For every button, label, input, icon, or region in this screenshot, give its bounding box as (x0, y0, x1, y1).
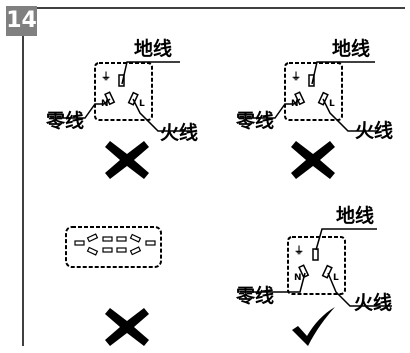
cross-icon (291, 141, 335, 179)
socket-top-right: ⏚ N L (238, 61, 378, 132)
cross-icon (105, 308, 149, 346)
live-label-bottom-right: 火线 (354, 292, 393, 314)
socket-top-left: ⏚ N L (50, 61, 190, 132)
svg-text:L: L (139, 99, 145, 109)
svg-text:⏚: ⏚ (291, 71, 301, 83)
cross-icon (105, 141, 149, 179)
ground-label-top-left: 地线 (134, 38, 173, 60)
socket-bottom-right: ⏚ N L (240, 228, 392, 307)
ground-label-top-right: 地线 (332, 38, 371, 60)
svg-text:L: L (329, 99, 335, 109)
neutral-label-top-left: 零线 (46, 110, 85, 132)
neutral-label-bottom-right: 零线 (236, 285, 275, 307)
power-strip-bottom-left (65, 226, 162, 268)
svg-text:⏚: ⏚ (101, 71, 111, 83)
check-icon (292, 307, 335, 346)
svg-text:L: L (333, 273, 339, 283)
live-label-top-left: 火线 (160, 122, 199, 144)
live-label-top-right: 火线 (355, 120, 394, 142)
svg-text:N: N (294, 273, 302, 283)
figure-number-badge: 14 (6, 6, 37, 36)
svg-text:⏚: ⏚ (294, 245, 304, 257)
neutral-label-top-right: 零线 (236, 110, 275, 132)
ground-label-bottom-right: 地线 (336, 205, 375, 227)
